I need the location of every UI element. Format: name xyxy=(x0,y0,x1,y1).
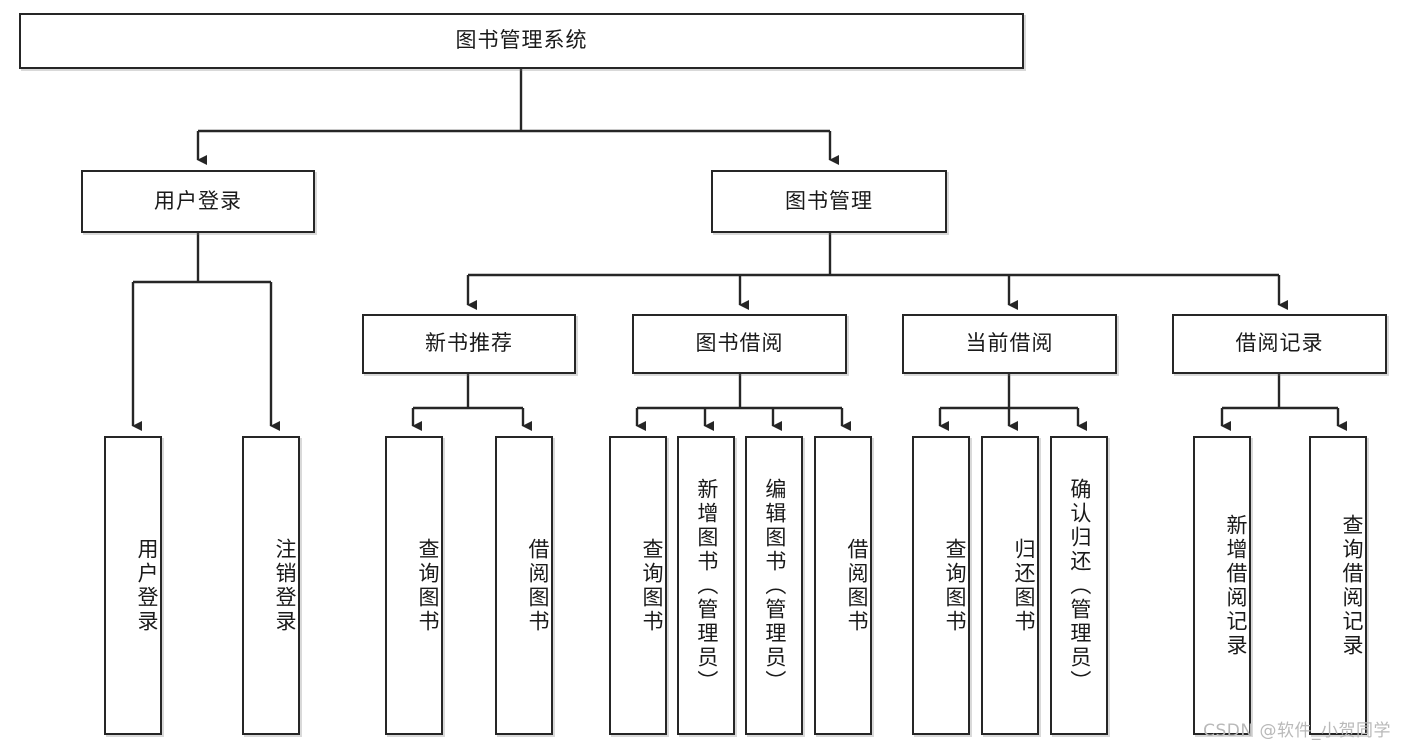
node-user-login[interactable]: 用户登录 xyxy=(81,170,315,233)
leaf-confirm-return[interactable]: 确认归还（管理员） xyxy=(1050,436,1108,735)
node-book-management-label: 图书管理 xyxy=(785,188,873,213)
leaf-query-book-1-label: 查询图书 xyxy=(416,537,440,634)
leaf-return-book[interactable]: 归还图书 xyxy=(981,436,1039,735)
leaf-query-book-2[interactable]: 查询图书 xyxy=(609,436,667,735)
watermark: CSDN @软件_小贺同学 xyxy=(1203,721,1391,741)
leaf-edit-book[interactable]: 编辑图书（管理员） xyxy=(745,436,803,735)
node-new-book-recommend-label: 新书推荐 xyxy=(425,331,513,356)
node-borrow-record[interactable]: 借阅记录 xyxy=(1172,314,1387,374)
leaf-add-record[interactable]: 新增借阅记录 xyxy=(1193,436,1251,735)
leaf-borrow-book-2[interactable]: 借阅图书 xyxy=(814,436,872,735)
node-book-management[interactable]: 图书管理 xyxy=(711,170,947,233)
node-book-borrow[interactable]: 图书借阅 xyxy=(632,314,847,374)
leaf-add-book[interactable]: 新增图书（管理员） xyxy=(677,436,735,735)
node-current-borrow-label: 当前借阅 xyxy=(965,331,1054,356)
leaf-confirm-return-label: 确认归还（管理员） xyxy=(1067,477,1092,694)
leaf-return-book-label: 归还图书 xyxy=(1012,537,1036,634)
leaf-query-book-3[interactable]: 查询图书 xyxy=(912,436,970,735)
leaf-logout-label: 注销登录 xyxy=(273,537,297,634)
node-root-label: 图书管理系统 xyxy=(455,28,588,53)
leaf-logout[interactable]: 注销登录 xyxy=(242,436,300,735)
leaf-query-book-1[interactable]: 查询图书 xyxy=(385,436,443,735)
node-borrow-record-label: 借阅记录 xyxy=(1235,331,1324,356)
leaf-user-login[interactable]: 用户登录 xyxy=(104,436,162,735)
leaf-add-record-label: 新增借阅记录 xyxy=(1224,513,1248,658)
leaf-user-login-label: 用户登录 xyxy=(135,537,159,634)
node-user-login-label: 用户登录 xyxy=(154,188,242,213)
node-root[interactable]: 图书管理系统 xyxy=(19,13,1024,69)
leaf-borrow-book-1[interactable]: 借阅图书 xyxy=(495,436,553,735)
leaf-query-book-3-label: 查询图书 xyxy=(943,537,967,634)
leaf-query-book-2-label: 查询图书 xyxy=(640,537,664,634)
leaf-edit-book-label: 编辑图书（管理员） xyxy=(762,477,787,694)
node-new-book-recommend[interactable]: 新书推荐 xyxy=(362,314,576,374)
leaf-query-record[interactable]: 查询借阅记录 xyxy=(1309,436,1367,735)
node-current-borrow[interactable]: 当前借阅 xyxy=(902,314,1117,374)
leaf-borrow-book-1-label: 借阅图书 xyxy=(526,537,550,634)
leaf-query-record-label: 查询借阅记录 xyxy=(1340,513,1364,658)
node-book-borrow-label: 图书借阅 xyxy=(695,331,784,356)
leaf-add-book-label: 新增图书（管理员） xyxy=(694,477,719,694)
leaf-borrow-book-2-label: 借阅图书 xyxy=(845,537,869,634)
